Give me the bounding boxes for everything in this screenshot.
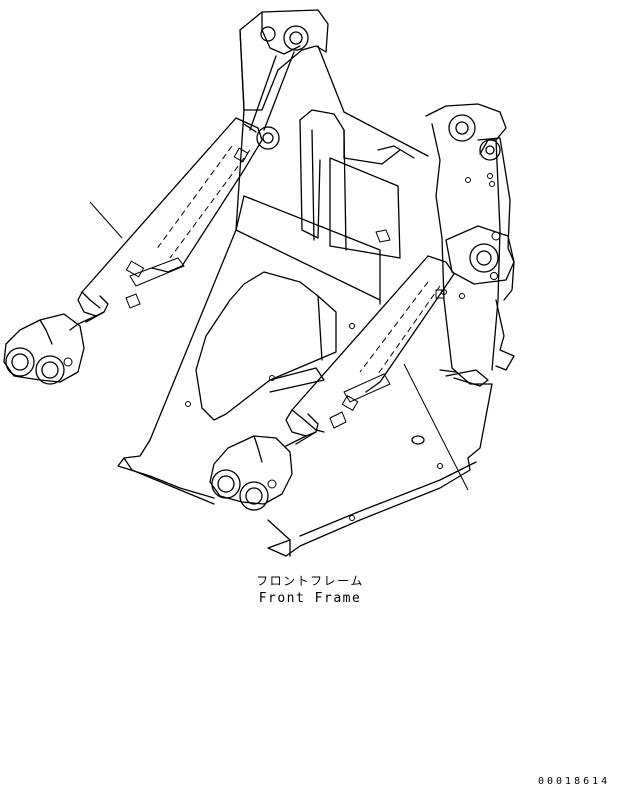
- left-cylinder: [3, 51, 295, 385]
- right-cylinder: [209, 255, 469, 511]
- caption-japanese: フロントフレーム: [256, 574, 364, 588]
- drawing-number: 00018614: [538, 776, 611, 787]
- caption-english: Front Frame: [258, 591, 362, 606]
- front-frame: [117, 9, 515, 557]
